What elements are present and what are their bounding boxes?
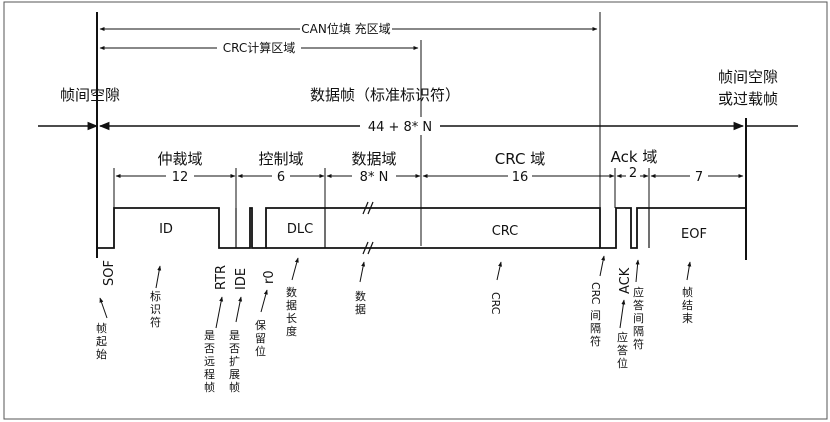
total-bits-label-bg xyxy=(360,117,440,135)
segment-eof: EOF xyxy=(681,227,707,242)
bit-eof-desc: 帧结束 xyxy=(682,285,693,325)
field-arbitration-name: 仲裁域 xyxy=(157,150,202,168)
bit-data-desc: 数据 xyxy=(355,290,366,316)
field-arbitration-bits-bg xyxy=(166,169,194,183)
ide-pointer xyxy=(235,296,243,323)
bit-dlc-desc: 数据长度 xyxy=(286,286,297,338)
bit-id-desc: 标识符 xyxy=(150,289,161,329)
bit-ack-delim-desc: 应答间隔符 xyxy=(633,285,644,351)
crc-calc-label-bg xyxy=(217,40,301,55)
segment-dlc: DLC xyxy=(287,222,313,237)
dlc-pointer xyxy=(291,257,299,281)
break-mark-1b xyxy=(367,201,374,215)
field-eof-bits: 7 xyxy=(695,170,703,185)
bit-crc-desc: CRC xyxy=(489,292,502,315)
outer-border xyxy=(3,1,828,420)
bit-ide-desc: 是否扩展帧 xyxy=(229,329,240,394)
signal-waveform xyxy=(97,207,746,249)
data-frame-title: 数据帧（标准标识符） xyxy=(310,86,460,104)
field-arbitration-bits: 12 xyxy=(172,170,189,185)
ack-delim-pointer xyxy=(635,259,640,283)
field-control-bits: 6 xyxy=(277,170,285,185)
field-ack-name: Ack 域 xyxy=(611,148,658,166)
sof-pointer xyxy=(99,297,108,319)
total-bits-label: 44 + 8* N xyxy=(368,120,432,135)
bit-ack-label: ACK xyxy=(618,267,633,294)
r0-pointer xyxy=(260,289,268,313)
field-data-name: 数据域 xyxy=(351,150,396,168)
field-crc-bits-bg xyxy=(508,169,532,183)
interframe-right-label-1: 帧间空隙 xyxy=(718,68,778,86)
bit-rtr-desc: 是否远程帧 xyxy=(204,329,215,394)
bit-ack-desc: 应答位 xyxy=(617,330,628,370)
break-mark-2b xyxy=(367,241,374,255)
field-eof-bits-bg xyxy=(690,169,708,183)
field-control-bits-bg xyxy=(272,169,290,183)
crc-calc-region-label: CRC计算区域 xyxy=(223,40,296,55)
can-stuff-region-label: CAN位填 充区域 xyxy=(301,21,390,36)
field-control-name: 控制域 xyxy=(258,150,303,168)
id-pointer xyxy=(155,265,162,289)
break-mark-2a xyxy=(362,241,369,255)
break-mark-1a xyxy=(362,201,369,215)
bit-r0-desc: 保留位 xyxy=(255,318,266,358)
bit-crc-delim-cjk-part: 间隔符 xyxy=(590,309,601,348)
ack-pointer xyxy=(619,299,626,329)
segment-crc: CRC xyxy=(492,224,519,239)
interframe-right-label-2: 或过载帧 xyxy=(718,90,778,108)
bit-ide-label: IDE xyxy=(234,268,249,290)
field-ack-bits: 2 xyxy=(629,166,637,181)
crc-delim-pointer xyxy=(599,255,606,277)
rtr-pointer xyxy=(215,296,224,329)
field-ack-bits-bg xyxy=(626,166,640,179)
bit-r0-label: r0 xyxy=(262,270,277,284)
eof-pointer xyxy=(686,261,692,281)
bit-sof-desc: 帧起始 xyxy=(96,321,107,361)
interframe-left-label: 帧间空隙 xyxy=(60,86,120,104)
crc-pointer xyxy=(496,261,502,281)
field-crc-name: CRC 域 xyxy=(495,150,545,168)
can-stuff-label-bg xyxy=(300,21,392,36)
bit-sof-label: SOF xyxy=(102,260,117,286)
field-data-bits: 8* N xyxy=(360,170,389,185)
field-crc-bits: 16 xyxy=(512,170,529,185)
segment-id: ID xyxy=(159,222,173,237)
data-pointer xyxy=(359,261,366,283)
field-data-bits-bg xyxy=(352,169,396,183)
bit-crc-delim-crc-part: CRC xyxy=(589,282,602,305)
bit-rtr-label: RTR xyxy=(214,265,229,290)
